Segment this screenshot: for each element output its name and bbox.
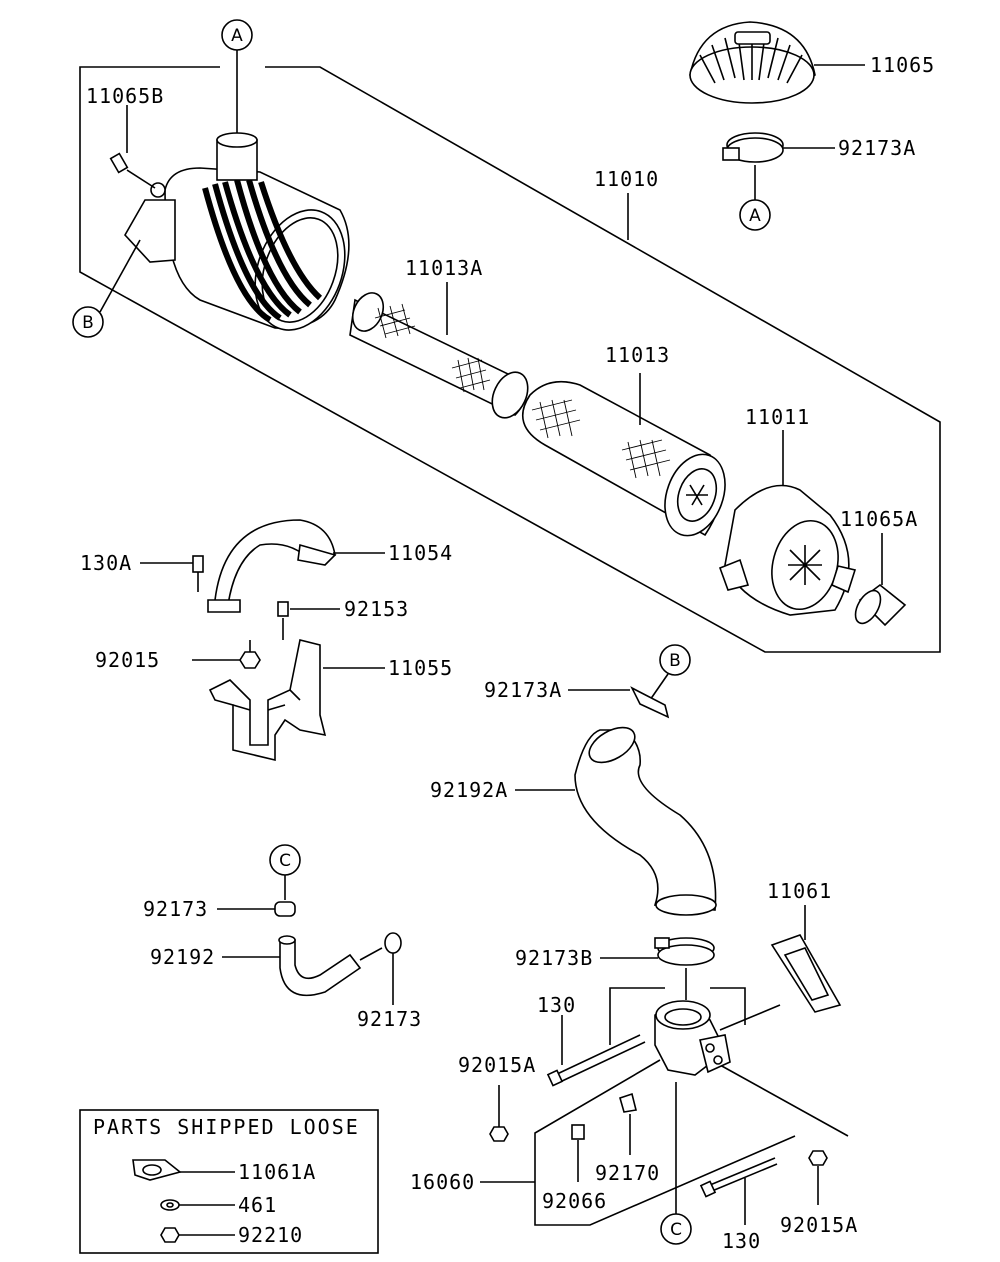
label-92173a-mid: 92173A bbox=[484, 678, 562, 702]
part-92015a-nut-right bbox=[808, 1150, 828, 1205]
part-92173-small-clamp-a bbox=[217, 901, 296, 917]
part-130-bolt-top bbox=[546, 1015, 646, 1087]
label-11065a: 11065A bbox=[840, 507, 918, 531]
label-92173-a: 92173 bbox=[143, 897, 208, 921]
label-130-top: 130 bbox=[537, 993, 576, 1017]
part-92192-small-hose bbox=[222, 935, 383, 997]
label-92153: 92153 bbox=[344, 597, 409, 621]
ref-marker-b-left: B bbox=[72, 239, 141, 338]
label-11065: 11065 bbox=[870, 53, 935, 77]
label-92173-b: 92173 bbox=[357, 1007, 422, 1031]
ref-c-bottom-text: C bbox=[670, 1220, 682, 1240]
part-92173a-top-clamp bbox=[722, 132, 835, 163]
part-92173b-clamp bbox=[600, 937, 715, 966]
label-130a: 130A bbox=[80, 551, 132, 575]
air-cleaner-housing bbox=[124, 132, 350, 331]
parts-shipped-loose-box: PARTS SHIPPED LOOSE 11061A 461 92210 bbox=[79, 1109, 379, 1254]
part-11065-precleaner-cap bbox=[689, 21, 865, 104]
label-92015: 92015 bbox=[95, 648, 160, 672]
assembly-frame-11010 bbox=[79, 66, 941, 653]
loose-item-11061a: 11061A bbox=[238, 1160, 316, 1184]
ref-marker-a-clamp: A bbox=[739, 165, 771, 231]
part-11013-outer-filter bbox=[521, 380, 726, 537]
label-11055: 11055 bbox=[388, 656, 453, 680]
label-11010: 11010 bbox=[594, 167, 659, 191]
part-92066-plug bbox=[571, 1124, 585, 1182]
loose-part-gasket-icon bbox=[132, 1159, 235, 1181]
label-92066: 92066 bbox=[542, 1189, 607, 1213]
label-92015a-left: 92015A bbox=[458, 1053, 536, 1077]
label-92015a-right: 92015A bbox=[780, 1213, 858, 1237]
part-92153-bolt bbox=[277, 601, 340, 640]
label-92173a-top: 92173A bbox=[838, 136, 916, 160]
part-11013a-inner-filter bbox=[349, 292, 529, 419]
label-11013: 11013 bbox=[605, 343, 670, 367]
part-92015-nut bbox=[192, 640, 261, 669]
part-92015a-nut-left bbox=[489, 1085, 509, 1142]
ref-b-hose-text: B bbox=[669, 651, 681, 671]
part-92170-clip bbox=[619, 1092, 637, 1155]
ref-b-left-text: B bbox=[82, 313, 94, 333]
ref-marker-a-top: A bbox=[221, 19, 253, 135]
label-92192: 92192 bbox=[150, 945, 215, 969]
part-11065b-valve: 11065B bbox=[86, 84, 164, 189]
part-92173a-mid-clamp bbox=[568, 686, 670, 719]
part-11065a-valve bbox=[854, 533, 907, 627]
part-11011-end-cap bbox=[718, 484, 857, 616]
part-11054-band bbox=[207, 519, 385, 613]
part-16060-intake-fitting bbox=[654, 1000, 781, 1076]
label-16060: 16060 bbox=[410, 1170, 475, 1194]
label-130-bottom: 130 bbox=[722, 1229, 761, 1253]
ref-c-small-text: C bbox=[279, 851, 291, 871]
label-11013a: 11013A bbox=[405, 256, 483, 280]
part-130a-bolt bbox=[140, 555, 204, 592]
part-11055-bracket bbox=[208, 639, 385, 762]
loose-item-461: 461 bbox=[238, 1193, 277, 1217]
loose-box-title: PARTS SHIPPED LOOSE bbox=[93, 1115, 360, 1139]
label-11065b: 11065B bbox=[86, 84, 164, 108]
loose-part-nut-icon bbox=[160, 1227, 235, 1243]
ref-marker-c-small: C bbox=[269, 844, 301, 900]
ref-marker-c-bottom: C bbox=[660, 1082, 692, 1245]
part-130-bolt-bottom bbox=[699, 1157, 778, 1225]
loose-part-washer-icon bbox=[160, 1199, 235, 1211]
part-11061-gasket bbox=[770, 905, 842, 1013]
label-11011: 11011 bbox=[745, 405, 810, 429]
ref-a-clamp-text: A bbox=[749, 206, 761, 226]
ref-a-top-text: A bbox=[231, 26, 243, 46]
part-92173-small-clamp-b bbox=[384, 932, 402, 1005]
label-92173b: 92173B bbox=[515, 946, 593, 970]
label-11054: 11054 bbox=[388, 541, 453, 565]
assembly-frame-16060 bbox=[480, 968, 849, 1226]
loose-item-92210: 92210 bbox=[238, 1223, 303, 1247]
label-92170: 92170 bbox=[595, 1161, 660, 1185]
part-92192a-hose bbox=[515, 726, 717, 916]
ref-marker-b-hose: B bbox=[649, 644, 691, 701]
label-92192a: 92192A bbox=[430, 778, 508, 802]
label-11061: 11061 bbox=[767, 879, 832, 903]
